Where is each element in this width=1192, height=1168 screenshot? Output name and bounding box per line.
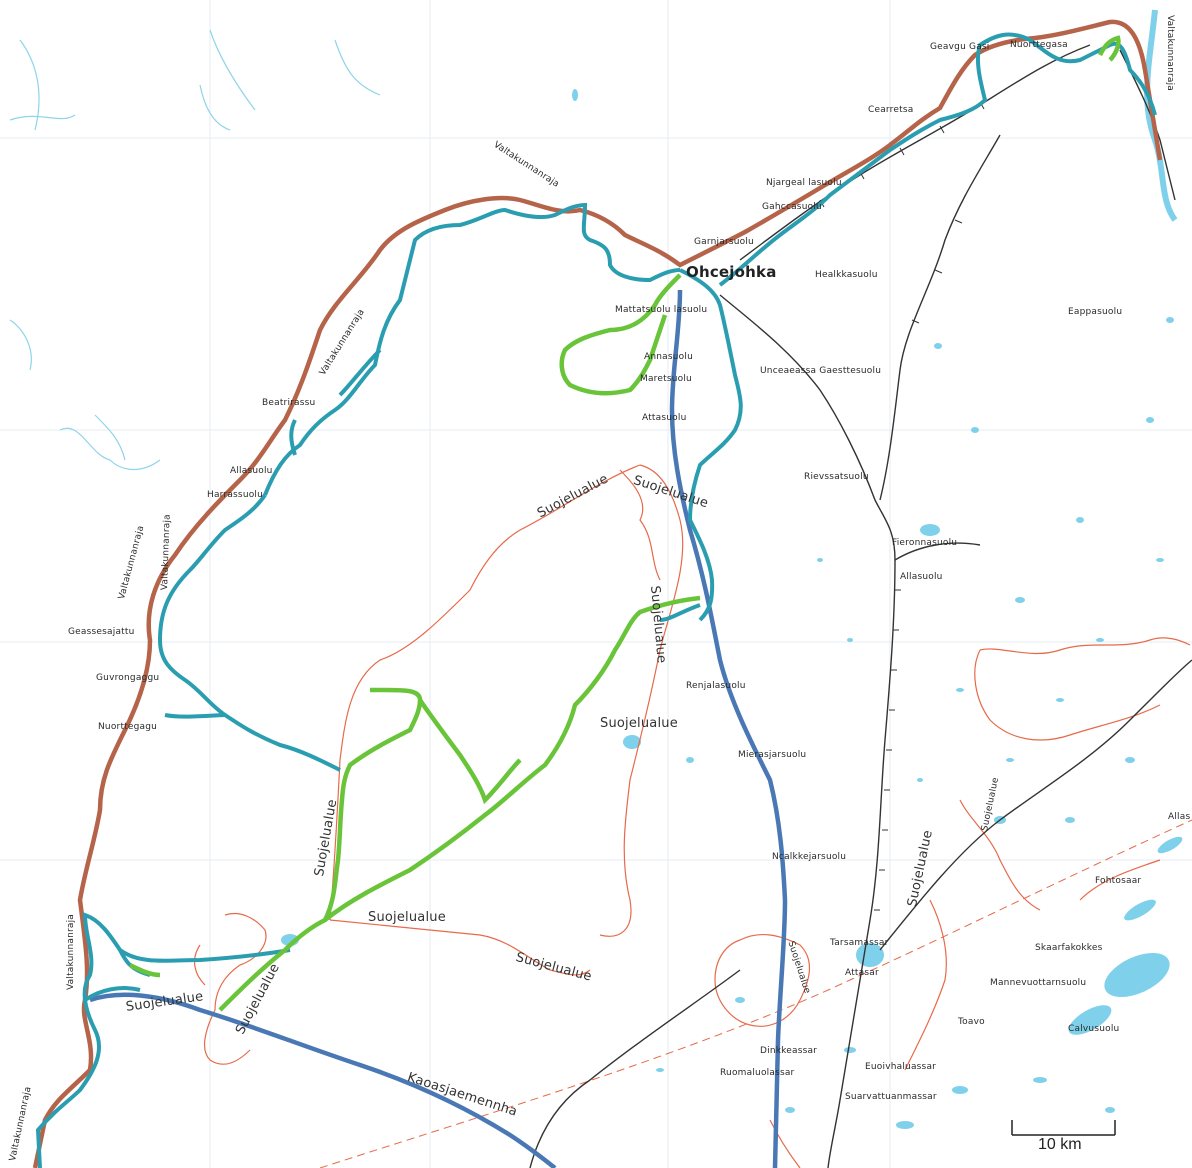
place-label-suarv: Suarvattuanmassar xyxy=(845,1092,937,1102)
place-label-attasuolu: Attasuolu xyxy=(642,413,687,423)
place-label-tarsam: Tarsamassar xyxy=(830,938,889,948)
place-label-renjal: Renjalasuolu xyxy=(686,681,746,691)
place-label-ruomal: Ruomaluolassar xyxy=(720,1068,795,1078)
place-label-dinkk: Dinkkeassar xyxy=(760,1046,818,1056)
place-label-skaarf: Skaarfakokkes xyxy=(1035,943,1103,953)
place-label-nuorttegasa: Nuorttegasa xyxy=(1010,40,1068,50)
border-label-6: Valtakunnanraja xyxy=(1165,15,1175,92)
place-label-eappas: Eappasuolu xyxy=(1068,307,1123,317)
scale-bar xyxy=(1011,1120,1116,1136)
place-label-unceae: Unceaeassa Gaesttesuolu xyxy=(760,366,882,376)
place-label-toavo: Toavo xyxy=(958,1017,985,1027)
green-routes xyxy=(128,35,1121,1012)
place-label-calvus: Calvusuolu xyxy=(1068,1024,1120,1034)
place-label-attasar: Attasar xyxy=(845,968,879,978)
place-label-geassesaj: Geassesajattu xyxy=(68,627,135,637)
place-label-fohtos: Fohtosaar xyxy=(1095,876,1142,886)
scale-label: 10 km xyxy=(1038,1136,1082,1153)
place-label-garnjar: Garnjarsuolu xyxy=(694,237,754,247)
road-ticks xyxy=(819,101,985,911)
place-label-rievss: Rievssatsuolu xyxy=(804,472,869,482)
dashed-boundary xyxy=(319,819,1192,1168)
protected-area-borders xyxy=(193,464,1191,1168)
national-border xyxy=(32,19,1163,1168)
main-road-south xyxy=(669,289,788,1168)
place-label-beatr: Beatrirassu xyxy=(262,398,316,408)
protected-label-4: Suojelualue xyxy=(600,716,678,731)
place-label-allas3: Allas xyxy=(1168,812,1191,822)
place-label-allas2: Allasuolu xyxy=(900,572,943,582)
place-label-mattats: Mattatsuolu lasuolu xyxy=(615,305,708,315)
place-label-euoiv: Euoivhaluassar xyxy=(865,1062,937,1072)
place-label-guvrong: Guvrongaggu xyxy=(96,673,160,683)
protected-label-6: Suojelualue xyxy=(368,910,446,925)
place-label-ohcejohka: Ohcejohka xyxy=(686,263,777,281)
place-label-geavgu: Geavgu Gasi xyxy=(930,42,990,52)
place-label-fieronn: Fieronnasuolu xyxy=(892,538,958,548)
place-label-mierasj: Mierasjarsuolu xyxy=(738,750,807,760)
main-road-west xyxy=(89,992,557,1168)
streams xyxy=(9,29,381,470)
place-label-nuortteg: Nuorttegagu xyxy=(98,722,158,732)
teal-routes xyxy=(35,32,1157,1168)
place-label-annas: Annasuolu xyxy=(644,352,693,362)
place-label-allas: Allasuolu xyxy=(230,466,273,476)
minor-roads xyxy=(529,44,1192,1168)
place-label-ncalkke: Ncalkkejarsuolu xyxy=(772,852,847,862)
lakes xyxy=(281,89,1183,1129)
place-label-cearretsa: Cearretsa xyxy=(868,105,914,115)
place-label-harrass: Harrassuolu xyxy=(207,490,264,500)
place-label-maretsuolu: Maretsuolu xyxy=(640,374,692,384)
place-label-njargeal: Njargeal lasuolu xyxy=(766,178,842,188)
place-label-healkk: Healkkasuolu xyxy=(815,270,878,280)
place-label-gahcc: Gahccasuolu xyxy=(762,202,822,212)
border-label-4: Valtakunnanraja xyxy=(66,913,76,990)
place-label-mannevu: Mannevuottarnsuolu xyxy=(990,978,1087,988)
